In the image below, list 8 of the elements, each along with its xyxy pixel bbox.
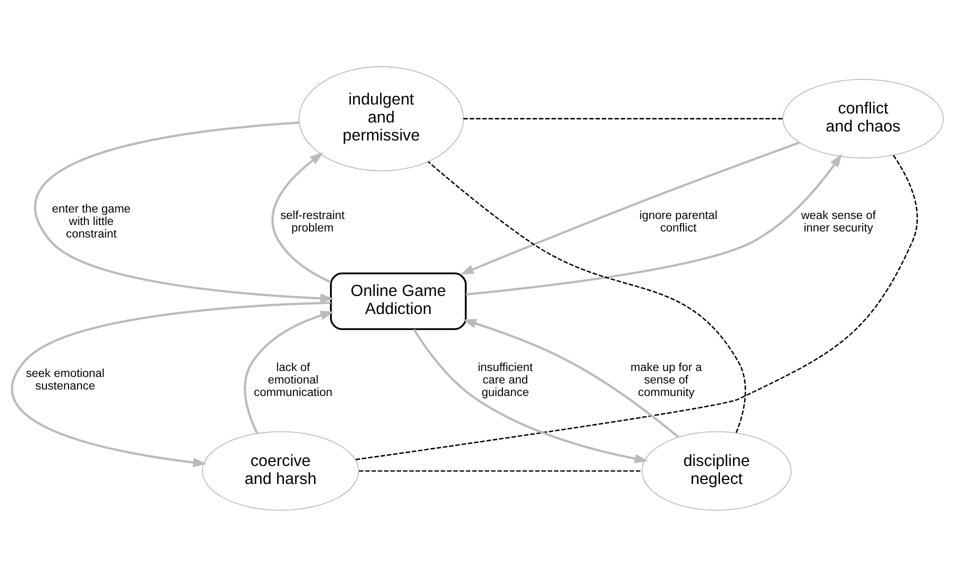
edge-label: lack of emotional communication: [254, 360, 332, 399]
edge-label: ignore parental conflict: [639, 208, 718, 234]
edge-label: enter the game with little constraint: [52, 202, 131, 241]
edge-label: insufficient care and guidance: [478, 360, 533, 399]
edge-label: make up for a sense of community: [630, 360, 702, 399]
edge-label: weak sense of inner security: [801, 208, 876, 234]
edge-label: self-restraint problem: [280, 208, 345, 234]
edge-label: seek emotional sustenance: [26, 367, 104, 393]
